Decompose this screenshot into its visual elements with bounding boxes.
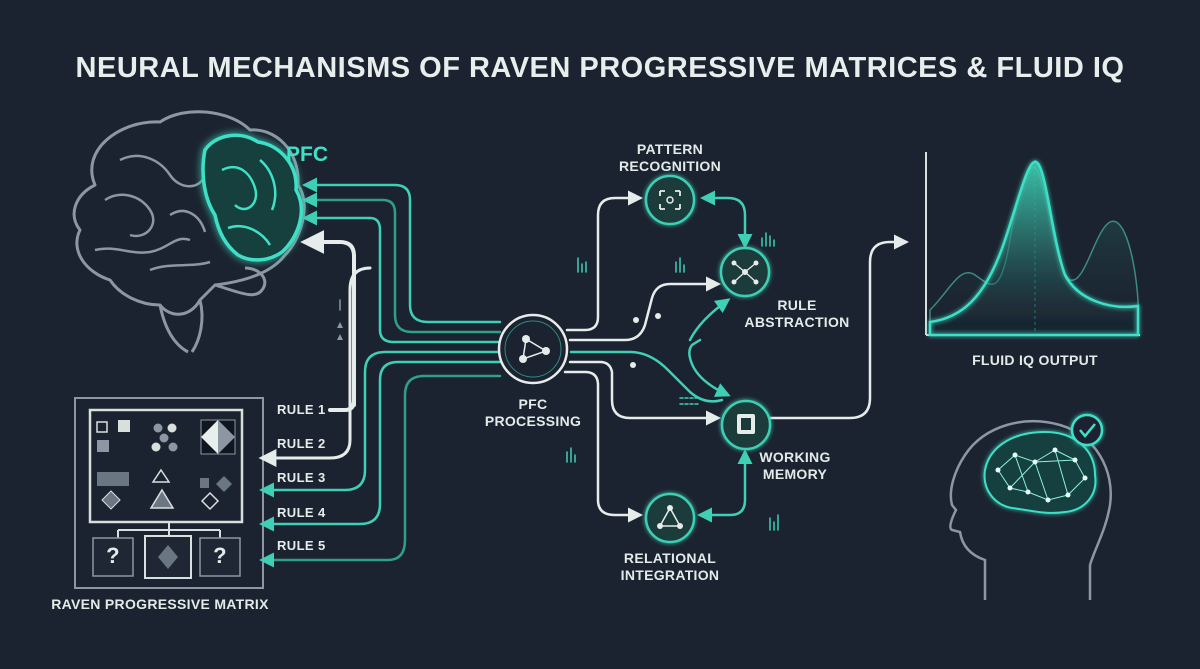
fluid-iq-output-graph: [925, 152, 1140, 337]
abstraction-label-line1: RULE: [777, 297, 817, 313]
hub-label-line1: PFC: [518, 396, 548, 412]
pattern-label-line2: RECOGNITION: [618, 158, 722, 174]
answer-placeholder-2: ?: [213, 543, 227, 568]
brain-illustration: [72, 110, 306, 354]
working-memory-label: WORKING MEMORY: [740, 449, 850, 483]
check-icon: [1079, 423, 1096, 438]
answer-placeholder-1: ?: [106, 543, 120, 568]
pattern-recognition-label: PATTERN RECOGNITION: [600, 141, 740, 175]
relational-integration-node: [644, 492, 696, 544]
rule-1-label: RULE 1: [277, 402, 326, 417]
rule-3-label: RULE 3: [277, 470, 326, 485]
rule-5-label: RULE 5: [277, 538, 326, 553]
working-memory-node: [720, 399, 772, 451]
rule-abstraction-label: RULE ABSTRACTION: [732, 297, 862, 331]
rule-paths: [258, 266, 502, 568]
matrix-caption: RAVEN PROGRESSIVE MATRIX: [51, 596, 269, 612]
pattern-label-line1: PATTERN: [636, 141, 704, 157]
rule-4-label: RULE 4: [277, 505, 326, 520]
memory-label-line1: WORKING: [759, 449, 831, 465]
hub-out-paths: [563, 190, 909, 531]
memory-label-line2: MEMORY: [762, 466, 828, 482]
rule-abstraction-node: [719, 246, 771, 298]
relational-integration-label: RELATIONAL INTEGRATION: [600, 550, 740, 584]
rule-2-label: RULE 2: [277, 436, 326, 451]
fluid-iq-output-label: FLUID IQ OUTPUT: [972, 352, 1098, 368]
head-silhouette: [949, 413, 1112, 600]
page-title: NEURAL MECHANISMS OF RAVEN PROGRESSIVE M…: [75, 52, 1125, 84]
pfc-processing-hub: [497, 313, 569, 385]
relational-label-line2: INTEGRATION: [620, 567, 720, 583]
hub-label-line2: PROCESSING: [484, 413, 582, 429]
relational-label-line1: RELATIONAL: [623, 550, 717, 566]
pfc-feedback-paths: [300, 177, 502, 407]
abstraction-label-line2: ABSTRACTION: [744, 314, 850, 330]
pfc-label: PFC: [286, 143, 328, 166]
hub-label: PFC PROCESSING: [473, 396, 593, 430]
pattern-recognition-node: [644, 174, 696, 226]
